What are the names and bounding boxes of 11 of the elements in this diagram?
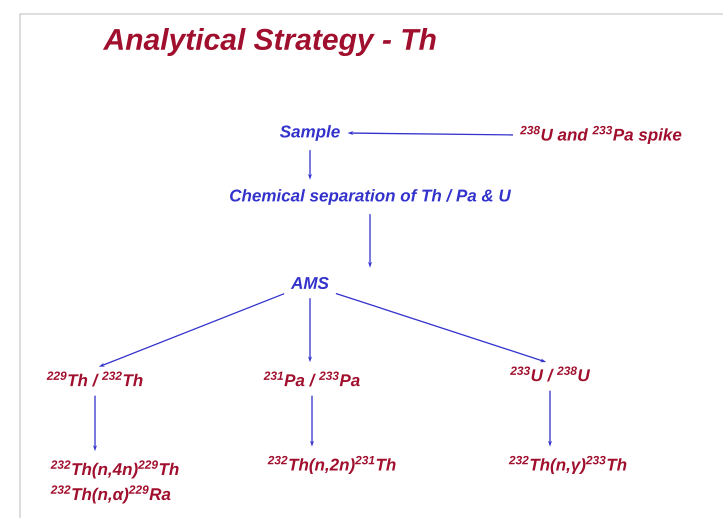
ratio-label: $^{233}$U / $^{238}$U: [510, 366, 590, 382]
input-label: $^{238}$U and $^{233}$Pa spike: [520, 126, 682, 144]
step-label: Sample: [280, 125, 340, 141]
title: Analytical Strategy - Th: [102, 28, 436, 56]
reaction-label: $^{232}$Th(n,γ)$^{233}$Th: [508, 456, 626, 474]
step-label: Chemical separation of Th / Pa & U: [230, 189, 512, 205]
ratio-label: $^{231}$Pa / $^{233}$Pa: [264, 372, 360, 386]
reaction-label: $^{232}$Th(n,2n)$^{231}$Th: [268, 456, 396, 474]
ratio-label: $^{229}$Th / $^{232}$Th: [46, 372, 142, 386]
step-label: AMS: [290, 276, 329, 289]
reaction-label: $^{232}$Th(n,4n)$^{229}$Th $^{232}$Th(n,α)$^{229}$Ra: [50, 460, 179, 504]
